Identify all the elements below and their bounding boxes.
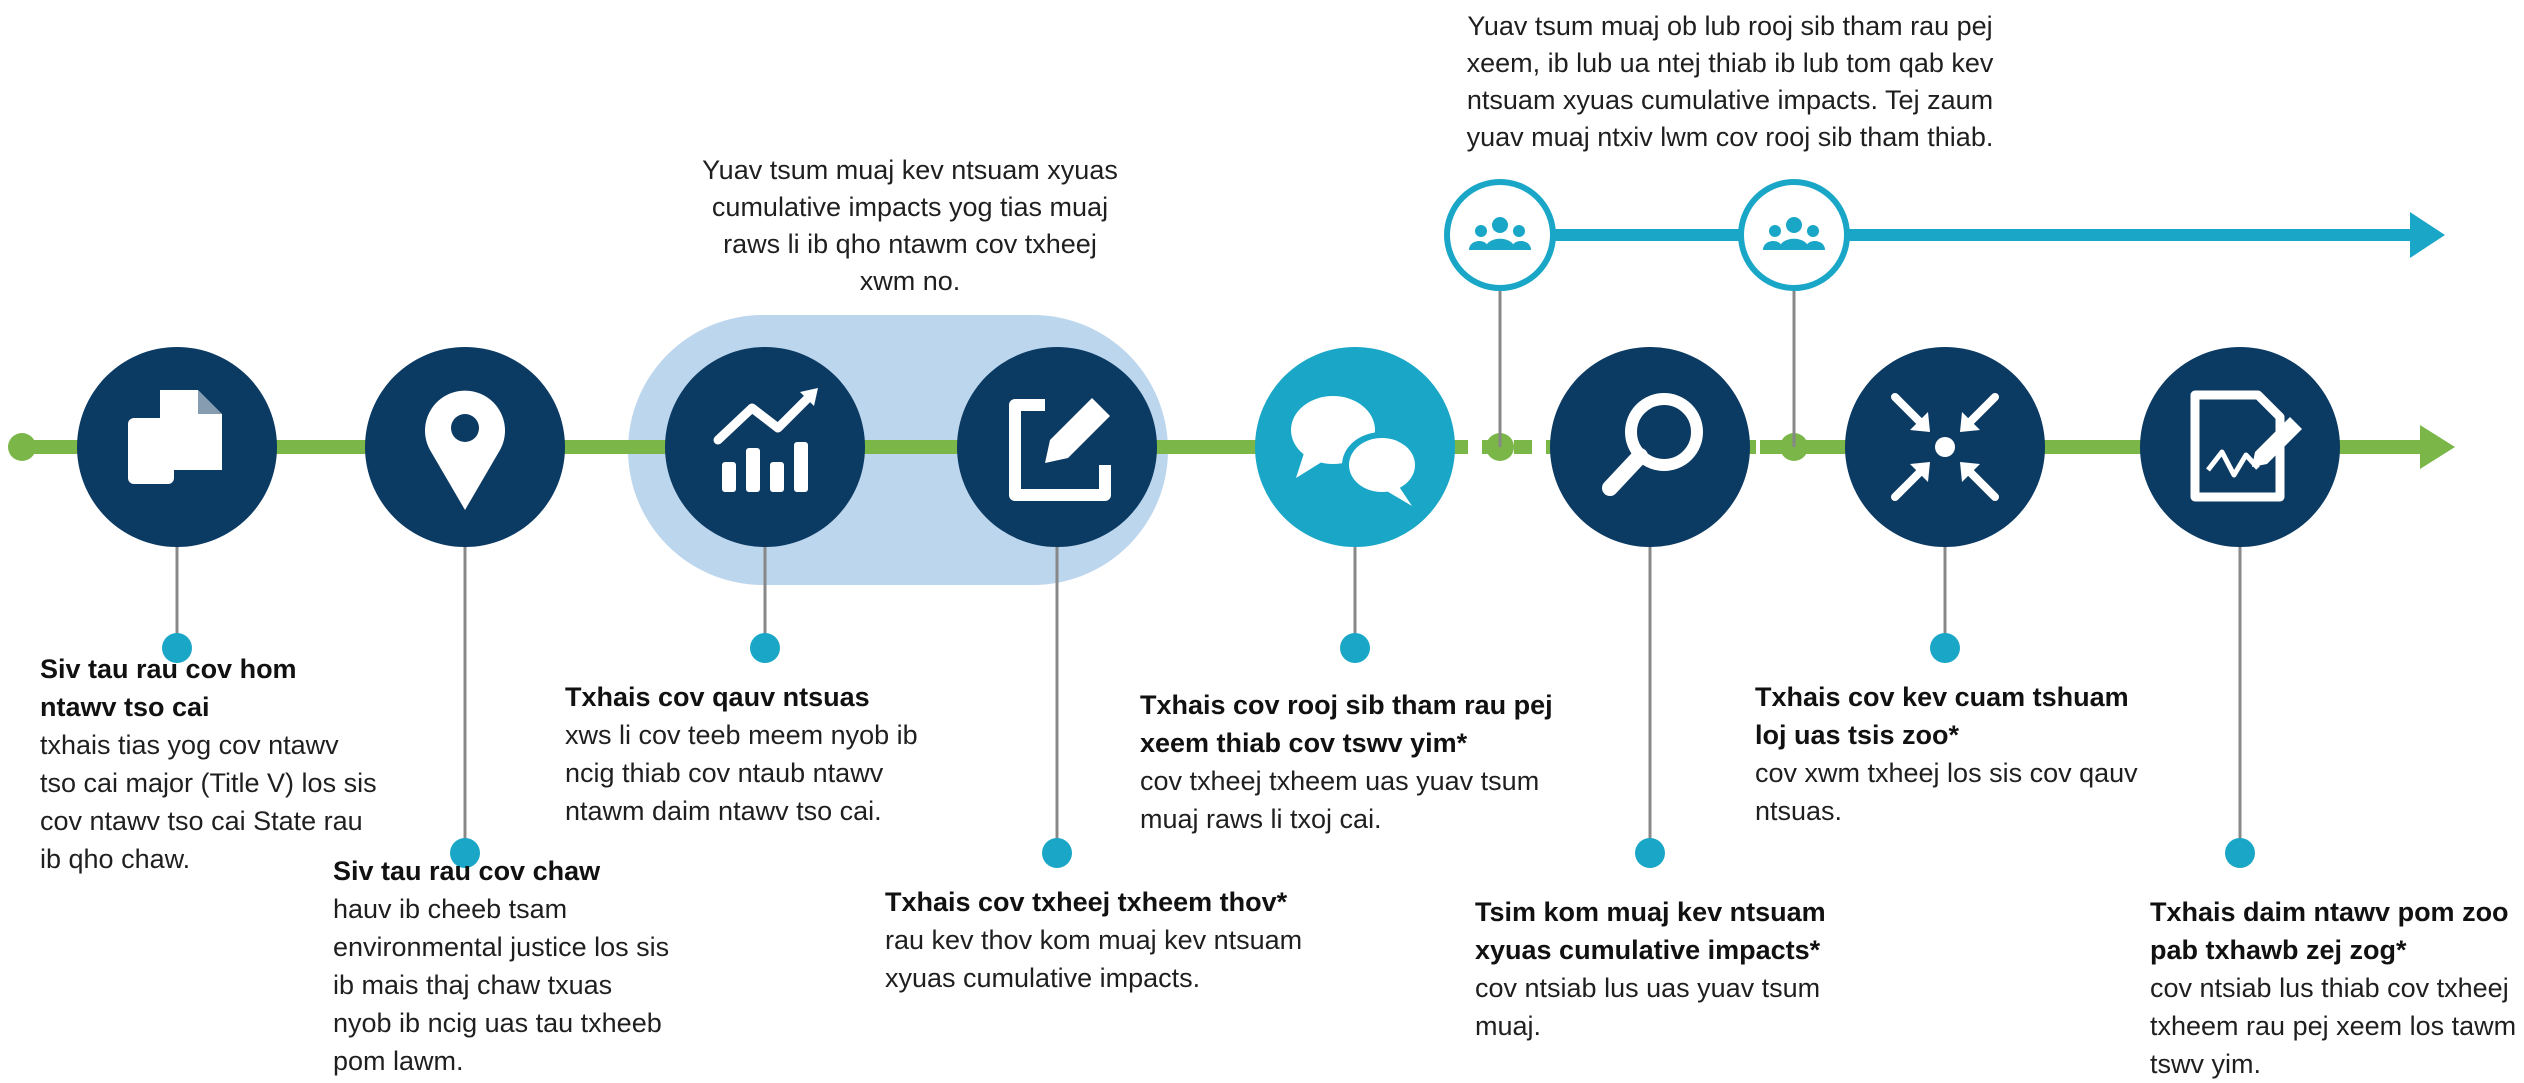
- meeting-note: Yuav tsum muaj ob lub rooj sib tham rau …: [1466, 11, 1994, 152]
- step-title: Txhais cov txheej txheem thov*: [885, 887, 1288, 917]
- documents-icon: [128, 390, 222, 484]
- step-title: Txhais daim ntawv pom zoo pab txhawb zej…: [2150, 897, 2509, 965]
- step-label-6: Tsim kom muaj kev ntsuam xyuas cumulativ…: [1475, 893, 1855, 1045]
- step-label-7: Txhais cov kev cuam tshuam loj uas tsis …: [1755, 678, 2145, 830]
- step-circle-3: [665, 347, 865, 547]
- meeting-circle-1: [1444, 179, 1556, 291]
- step-body: hauv ib cheeb tsam environmental justice…: [333, 894, 670, 1076]
- converge-arrows-icon: [1891, 393, 1999, 501]
- meeting-arrowhead: [2410, 212, 2445, 258]
- step-title: Siv tau rau cov chaw: [333, 856, 601, 886]
- step-title: Siv tau rau cov hom ntawv tso cai: [40, 654, 297, 722]
- meeting-timeline: [1444, 179, 2445, 447]
- timeline-start-dot: [8, 433, 36, 461]
- map-pin-icon: [425, 390, 505, 510]
- step-label-5: Txhais cov rooj sib tham rau pej xeem th…: [1140, 686, 1560, 838]
- step-body: cov txheej txheem uas yuav tsum muaj raw…: [1140, 766, 1540, 834]
- step-label-2: Siv tau rau cov chaw hauv ib cheeb tsam …: [333, 852, 673, 1080]
- step-label-8: Txhais daim ntawv pom zoo pab txhawb zej…: [2150, 893, 2520, 1083]
- chat-bubbles-icon: [1291, 396, 1422, 506]
- step-circle-1: [77, 347, 277, 547]
- step-body: txhais tias yog cov ntawv tso cai major …: [40, 730, 377, 874]
- step-circle-4: [957, 347, 1157, 547]
- bar-chart-icon: [713, 388, 818, 492]
- step-label-4: Txhais cov txheej txheem thov* rau kev t…: [885, 883, 1325, 997]
- step-title: Tsim kom muaj kev ntsuam xyuas cumulativ…: [1475, 897, 1826, 965]
- meeting-circle-2: [1738, 179, 1850, 291]
- step-body: cov ntsiab lus uas yuav tsum muaj.: [1475, 973, 1821, 1041]
- step-label-1: Siv tau rau cov hom ntawv tso cai txhais…: [40, 650, 380, 878]
- label-dots: [162, 633, 2255, 868]
- edit-icon: [1009, 398, 1111, 501]
- step-body: rau kev thov kom muaj kev ntsuam xyuas c…: [885, 925, 1303, 993]
- step-body: cov ntsiab lus thiab cov txheej txheem r…: [2150, 973, 2517, 1079]
- step-circle-7: [1845, 347, 2045, 547]
- magnifier-icon: [1602, 393, 1703, 496]
- signed-document-icon: [2190, 390, 2302, 502]
- group-note: Yuav tsum muaj kev ntsuam xyuas cumulati…: [702, 155, 1118, 296]
- step-title: Txhais cov qauv ntsuas: [565, 682, 870, 712]
- step-circle-2: [365, 347, 565, 547]
- step-title: Txhais cov rooj sib tham rau pej xeem th…: [1140, 690, 1553, 758]
- step-label-3: Txhais cov qauv ntsuas xws li cov teeb m…: [565, 678, 935, 830]
- step-circle-5: [1255, 347, 1455, 547]
- step-body: cov xwm txheej los sis cov qauv ntsuas.: [1755, 758, 2138, 826]
- step-title: Txhais cov kev cuam tshuam loj uas tsis …: [1755, 682, 2129, 750]
- step-circle-8: [2140, 347, 2340, 547]
- timeline-arrowhead: [2420, 425, 2455, 469]
- step-circle-6: [1550, 347, 1750, 547]
- step-body: xws li cov teeb meem nyob ib ncig thiab …: [565, 720, 918, 826]
